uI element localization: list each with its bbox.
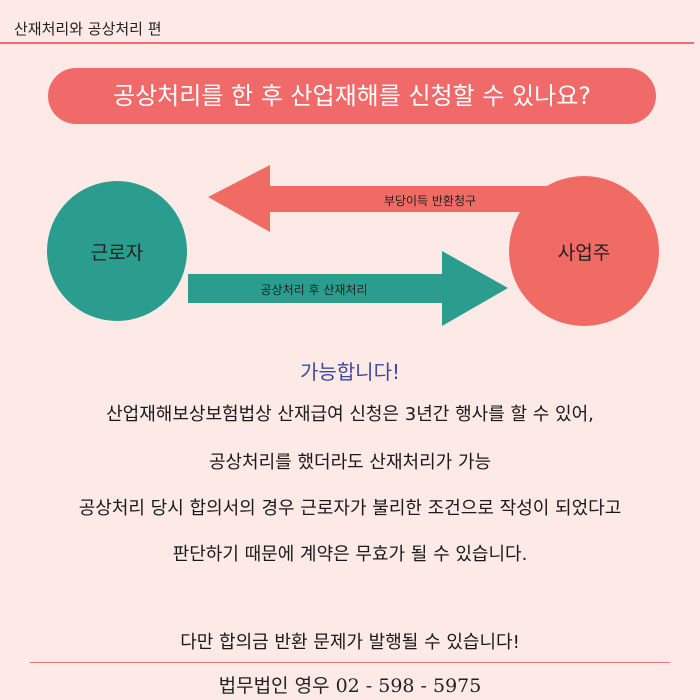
body-line-3: 공상처리 당시 합의서의 경우 근로자가 불리한 조건으로 작성이 되었다고 xyxy=(78,498,622,519)
employer-label: 사업주 xyxy=(557,242,611,264)
process-arrow-label: 공상처리 후 산재처리 xyxy=(260,283,368,297)
process-arrow xyxy=(188,251,508,326)
body-line-1: 산업재해보상보험법상 산재급여 신청은 3년간 행사를 할 수 있어, xyxy=(106,404,594,425)
worker-circle xyxy=(47,181,187,321)
footer-contact: 법무법인 영우 02 - 598 - 5975 xyxy=(218,675,482,697)
body-line-2: 공상처리를 했더라도 산재처리가 가능 xyxy=(208,452,492,473)
answer-heading: 가능합니다! xyxy=(299,360,401,384)
body-line-4: 판단하기 때문에 계약은 무효가 될 수 있습니다. xyxy=(172,544,528,565)
employer-circle xyxy=(509,176,659,326)
diagram-shapes xyxy=(47,165,659,326)
header-divider xyxy=(0,42,694,44)
header-title: 산재처리와 공상처리 편 xyxy=(14,20,162,38)
refund-arrow-label: 부당이득 반환청구 xyxy=(383,194,477,208)
diagram: 근로자 사업주 부당이득 반환청구 공상처리 후 산재처리 xyxy=(0,150,700,340)
worker-label: 근로자 xyxy=(90,242,144,264)
warning-line: 다만 합의금 반환 문제가 발행될 수 있습니다! xyxy=(180,632,520,653)
question-banner: 공상처리를 한 후 산업재해를 신청할 수 있나요? xyxy=(48,68,656,124)
footer-divider xyxy=(30,662,670,663)
refund-arrow xyxy=(208,165,560,232)
